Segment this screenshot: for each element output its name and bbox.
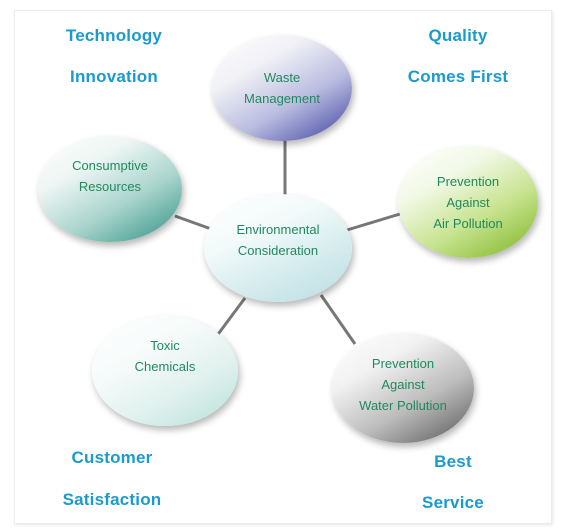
node-label-line: Toxic [150, 338, 180, 353]
node-label-line: Management [244, 91, 320, 106]
node-label-line: Waste [263, 70, 301, 85]
node-label-line: Chemicals [134, 359, 196, 374]
slogan-customer: Customer [71, 448, 153, 467]
node-label-line: Against [381, 376, 425, 392]
slogan-quality: Quality [428, 26, 488, 45]
slogan-service: Service [422, 493, 484, 512]
node-toxic-chemicals: Toxic Chemicals [92, 316, 238, 426]
slogan-best: Best [434, 452, 472, 471]
slogan-comes-first: Comes First [407, 67, 509, 86]
node-water-pollution: Prevention Against Water Pollution [332, 333, 474, 443]
node-environmental-consideration: Environmental Consideration [204, 194, 352, 302]
node-label-line: Prevention [371, 355, 435, 371]
node-label-line: Consideration [237, 243, 319, 258]
connector-consumptive [174, 214, 215, 232]
node-label-line: Resources [78, 179, 142, 194]
slogan-technology: Technology [65, 26, 163, 45]
connector-water [319, 294, 357, 345]
node-label-line: Consumptive [72, 158, 148, 173]
node-label-line: Water Pollution [359, 397, 447, 413]
slogan-satisfaction: Satisfaction [62, 490, 162, 509]
node-label-line: Prevention [436, 173, 500, 189]
node-waste-management: Waste Management [212, 35, 352, 141]
slogan-innovation: Innovation [70, 67, 158, 86]
node-label-line: Air Pollution [433, 215, 503, 231]
connector-air [346, 212, 401, 232]
node-label-line: Environmental [236, 222, 320, 237]
node-air-pollution: Prevention Against Air Pollution [398, 146, 538, 258]
node-consumptive-resources: Consumptive Resources [38, 136, 182, 242]
node-label-line: Against [446, 194, 490, 210]
